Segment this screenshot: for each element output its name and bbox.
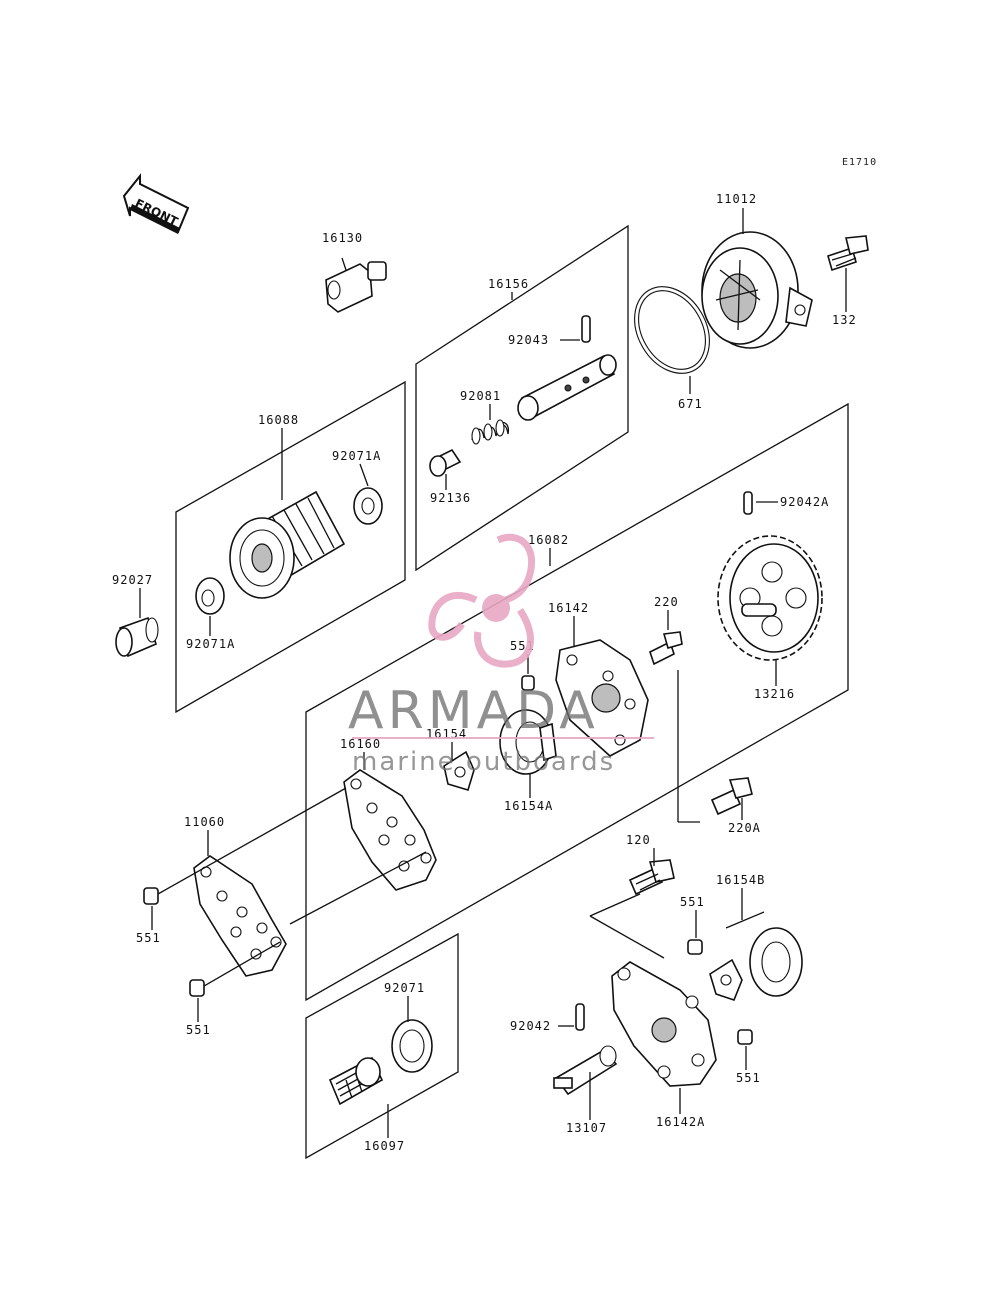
watermark-subtitle: marine outboards — [352, 747, 615, 777]
grommet-92071A-top-part — [353, 487, 383, 525]
watermark-title: ARMADA — [348, 681, 599, 741]
part-label-16088: 16088 — [258, 413, 299, 427]
plunger-92136-part — [429, 448, 462, 477]
relief-valve-box — [415, 224, 629, 572]
pump-cover-part — [634, 231, 813, 374]
front-arrow-icon: FRONT — [122, 173, 190, 234]
collar-92027-part — [115, 616, 159, 658]
rotor-16154B-part — [709, 927, 803, 1001]
part-label-551-b: 551 — [136, 931, 161, 945]
part-label-551-e: 551 — [736, 1071, 761, 1085]
fitting-part — [325, 257, 387, 313]
part-label-92081: 92081 — [460, 389, 501, 403]
plate-11060-part — [193, 855, 287, 977]
pin-551-b-part — [143, 887, 159, 905]
bolt-220A-part — [710, 777, 753, 816]
part-label-220: 220 — [654, 595, 679, 609]
gear-13216-part — [717, 535, 823, 661]
part-label-16160: 16160 — [340, 737, 381, 751]
oil-pump-box — [305, 402, 849, 1002]
watermark: ARMADA marine outboards — [348, 533, 654, 777]
plate-16160-part — [343, 769, 437, 891]
pin-551-d-part — [687, 939, 703, 955]
oil-filter-box — [175, 380, 406, 714]
pin-551-a-part — [521, 675, 535, 691]
part-label-132: 132 — [832, 313, 857, 327]
part-label-16154A: 16154A — [504, 799, 553, 813]
part-label-92042A: 92042A — [780, 495, 829, 509]
bolt-132-part — [827, 235, 869, 272]
seal-92071-part — [391, 1019, 433, 1073]
part-label-92071: 92071 — [384, 981, 425, 995]
part-label-551-d: 551 — [680, 895, 705, 909]
rotor-16154A-part — [499, 709, 557, 775]
pin-92042A-part — [743, 491, 753, 515]
part-label-92136: 92136 — [430, 491, 471, 505]
part-label-92071A-top: 92071A — [332, 449, 381, 463]
part-label-16130: 16130 — [322, 231, 363, 245]
part-label-16082: 16082 — [528, 533, 569, 547]
part-label-92027: 92027 — [112, 573, 153, 587]
part-label-16097: 16097 — [364, 1139, 405, 1153]
part-label-16142: 16142 — [548, 601, 589, 615]
part-label-671: 671 — [678, 397, 703, 411]
diagram-code: E1710 — [842, 157, 877, 168]
part-label-92071A-bottom: 92071A — [186, 637, 235, 651]
pin-92042-part — [575, 1003, 585, 1031]
part-label-220A: 220A — [728, 821, 761, 835]
part-label-92043: 92043 — [508, 333, 549, 347]
propeller-logo-icon — [428, 533, 536, 668]
pin-92043-part — [581, 315, 591, 343]
pin-551-e-part — [737, 1029, 753, 1045]
part-label-120: 120 — [626, 833, 651, 847]
part-label-13107: 13107 — [566, 1121, 607, 1135]
bolt-220-part — [649, 631, 683, 666]
pin-551-c-part — [189, 979, 205, 997]
part-label-11012: 11012 — [716, 192, 757, 206]
part-label-92042: 92042 — [510, 1019, 551, 1033]
part-label-551-c: 551 — [186, 1023, 211, 1037]
bolt-120-part — [628, 859, 675, 896]
pump-body-16142A-part — [611, 961, 717, 1087]
part-label-13216: 13216 — [754, 687, 795, 701]
part-label-16142A: 16142A — [656, 1115, 705, 1129]
part-label-16154B: 16154B — [716, 873, 765, 887]
oil-screen-box — [305, 932, 459, 1160]
part-label-16156: 16156 — [488, 277, 529, 291]
rotor-16154-part — [443, 750, 475, 791]
spring-92081-part — [471, 419, 510, 445]
shaft-13107-part — [553, 1045, 618, 1096]
grommet-92071A-bottom-part — [195, 577, 225, 615]
pump-body-16142-part — [555, 639, 649, 757]
screen-16097-part — [328, 1056, 384, 1106]
valve-body-part — [517, 354, 617, 421]
oil-filter-part — [229, 490, 346, 599]
part-label-11060: 11060 — [184, 815, 225, 829]
